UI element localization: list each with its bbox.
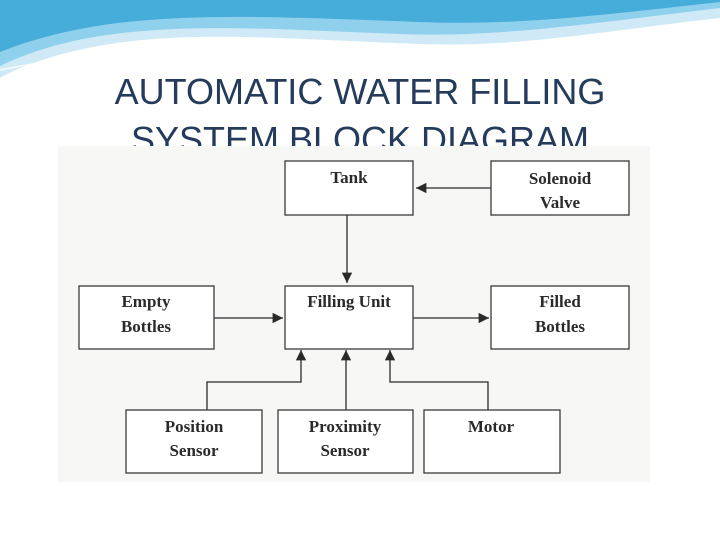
block-filled-bottles: Filled Bottles	[490, 285, 630, 350]
header-wave-decoration	[0, 0, 720, 78]
block-solenoid-valve-label-2: Valve	[540, 193, 580, 212]
block-motor: Motor	[423, 409, 561, 474]
block-proximity-sensor: Proximity Sensor	[277, 409, 414, 474]
block-filling-unit: Filling Unit	[284, 285, 414, 350]
block-filled-bottles-label-2: Bottles	[535, 317, 585, 336]
block-motor-label: Motor	[468, 417, 515, 436]
block-proximity-sensor-label-1: Proximity	[309, 417, 382, 436]
block-position-sensor: Position Sensor	[125, 409, 263, 474]
block-filled-bottles-label-1: Filled	[539, 292, 581, 311]
block-tank-label: Tank	[330, 168, 368, 187]
block-solenoid-valve-label-1: Solenoid	[529, 169, 592, 188]
block-filling-unit-label: Filling Unit	[307, 292, 391, 311]
block-solenoid-valve: Solenoid Valve	[490, 160, 630, 216]
block-position-sensor-label-1: Position	[165, 417, 224, 436]
block-tank: Tank	[284, 160, 414, 216]
arrow-motor-to-filling-unit	[384, 350, 489, 410]
block-empty-bottles: Empty Bottles	[78, 285, 215, 350]
title-line-1: AUTOMATIC WATER FILLING	[114, 71, 606, 113]
block-position-sensor-label-2: Sensor	[169, 441, 219, 460]
block-empty-bottles-label-2: Bottles	[121, 317, 171, 336]
slide-title: AUTOMATIC WATER FILLING SYSTEM BLOCK DIA…	[0, 68, 720, 164]
arrow-position-sensor-to-filling-unit	[206, 350, 307, 410]
block-empty-bottles-label-1: Empty	[121, 292, 171, 311]
block-proximity-sensor-label-2: Sensor	[320, 441, 370, 460]
